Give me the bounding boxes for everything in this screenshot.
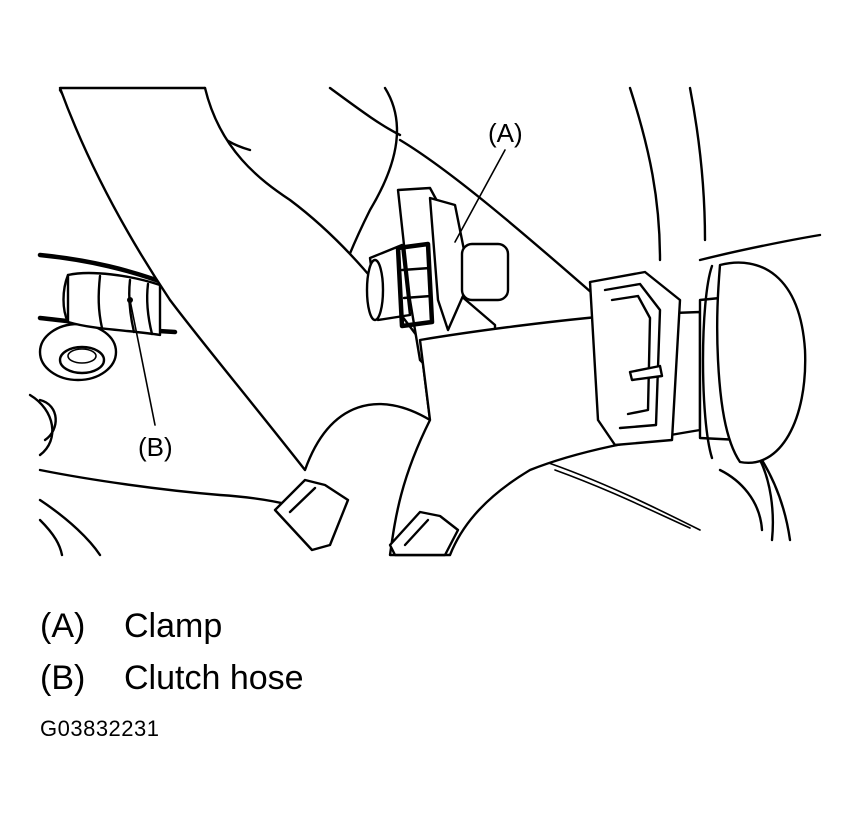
clutch-hose-clamp-diagram: (A) (B) [28, 86, 822, 557]
large-diagonal-pipe [58, 86, 432, 472]
legend-item-clutch-hose: (B) Clutch hose [40, 652, 304, 704]
lower-bracket-tabs [273, 478, 460, 557]
figure-id: G03832231 [40, 716, 160, 741]
legend-label: Clutch hose [124, 659, 304, 697]
leader-line-a [454, 149, 506, 243]
legend-label: Clamp [124, 607, 223, 645]
legend: (A) Clamp (B) Clutch hose [40, 600, 304, 704]
bolt-boss [38, 322, 118, 382]
hose-clamp [588, 270, 682, 447]
engine-body-outlines [28, 86, 822, 557]
bracket-assembly [365, 186, 510, 382]
legend-item-clamp: (A) Clamp [40, 600, 304, 652]
leader-lines [127, 149, 506, 426]
leader-dot-b [127, 297, 133, 303]
callout-label-a: (A) [488, 118, 523, 148]
legend-key: (A) [40, 607, 86, 645]
legend-key: (B) [40, 659, 86, 697]
leader-line-b [129, 299, 156, 426]
callout-label-b: (B) [138, 432, 173, 462]
